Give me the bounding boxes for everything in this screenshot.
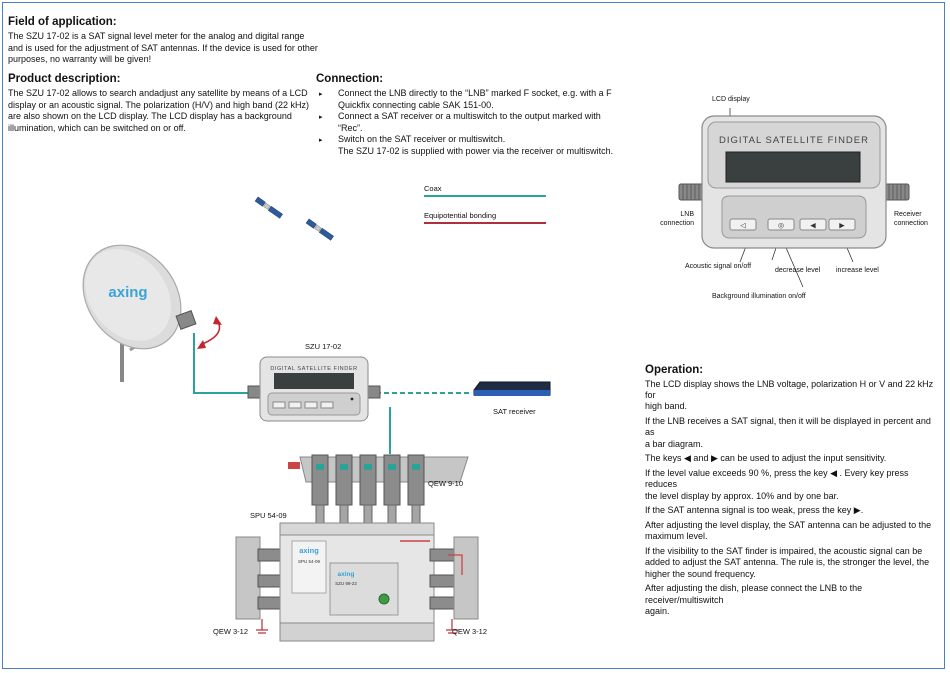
operation-paragraph: The LCD display shows the LNB voltage, p… [645,379,934,412]
svg-text:◎: ◎ [778,223,784,230]
product-line: are also shown on the LCD display. The L… [8,111,292,122]
operation-paragraph: After adjusting the dish, please connect… [645,583,863,616]
product-line: display or an acoustic signal. The polar… [8,99,309,110]
szu-device: DIGITAL SATELLITE FINDER [247,356,381,422]
legend-coax-label: Coax [424,184,442,193]
sat-receiver-icon [473,381,551,396]
spu-54-09-multiswitch: axing SPU 54-09 axing SZU 99-22 [279,522,435,642]
operation-paragraph: The keys ◀ and ▶ can be used to adjust t… [645,453,887,464]
backlight-key [767,218,795,231]
connection-item-continued: The SZU 17-02 is supplied with power via… [338,145,614,156]
qew-3-12-right-label: QEW 3-12 [452,627,488,636]
coax-cable-dish [193,333,256,394]
operation-section: Operation: The LCD display shows the LNB… [645,363,941,621]
operation-paragraph: If the visibility to the SAT finder is i… [645,546,930,579]
module-model: SZU 99-22 [335,581,357,586]
lnb-head [175,310,197,330]
connection-item: ▸Connect the LNB directly to the “LNB” m… [316,88,636,100]
satellite-icon [254,196,283,219]
installation-diagram: axing DIGITAL SATELLITE FINDER [82,196,551,642]
module-brand: axing [338,571,355,578]
satellite-icon [305,218,334,241]
increase-key [828,218,856,231]
lcd-display-label: LCD display [712,96,750,103]
spu-label: SPU 54-09 [250,511,287,520]
connection-item: ▸Switch on the SAT receiver or multiswit… [316,134,636,146]
bullet-icon: ▸ [319,114,323,122]
legend-coax-line [424,195,546,197]
connection-heading: Connection: [316,73,384,85]
qew-3-12-right-bracket [429,536,479,634]
sat-receiver-label: SAT receiver [493,407,536,416]
connection-item-continued: “Rec”. [338,122,363,133]
lcd-title-text: DIGITAL SATELLITE FINDER [719,135,869,146]
multiswitch-model: SPU 54-09 [298,559,321,564]
connection-section: Connection: ▸Connect the LNB directly to… [316,72,636,158]
product-line: illumination, which can be switched on o… [8,122,186,133]
product-heading: Product description: [8,73,121,85]
increase-label: increase level [836,267,879,274]
bullet-icon: ▸ [319,137,323,145]
field-line: purposes, no warranty will be given! [8,54,152,65]
decrease-key [799,218,827,231]
connection-list: ▸Connect the LNB directly to the “LNB” m… [316,88,636,158]
szu-label: SZU 17-02 [305,342,342,351]
operation-paragraph: If the level value exceeds 90 %, press t… [645,468,909,501]
satellite-dish: axing [82,244,197,382]
field-line: and is used for the adjustment of SAT an… [8,42,318,53]
svg-text:◁: ◁ [740,223,746,230]
field-of-application-section: Field of application: The SZU 17-02 is a… [8,15,318,66]
qew-3-12-left-bracket [235,536,285,634]
device-diagram: DIGITAL SATELLITE FINDER ◁ ◎ ◀ ▶ [678,108,910,288]
operation-paragraph: After adjusting the level display, the S… [645,520,932,542]
field-line: The SZU 17-02 is a SAT signal level mete… [8,31,305,41]
acoustic-label: Acoustic signal on/off [685,263,752,270]
bullet-icon: ▸ [319,91,323,98]
qew-9-10-bracket [288,454,469,538]
connection-item-continued: Quickfix connecting cable SAK 151-00. [338,99,494,110]
svg-text:▶: ▶ [839,223,845,230]
operation-paragraph: If the SAT antenna signal is too weak, p… [645,505,864,516]
lcd-display-screen [725,151,861,183]
product-description-section: Product description: The SZU 17-02 allow… [8,72,318,134]
operation-paragraph: If the LNB receives a SAT signal, then i… [645,416,931,449]
ground-clamp [288,462,300,469]
qew-3-12-left-label: QEW 3-12 [213,627,249,636]
small-lcd-text: DIGITAL SATELLITE FINDER [270,366,357,372]
dish-brand-logo: axing [108,284,147,301]
acoustic-key [729,218,757,231]
multiswitch-brand: axing [299,546,319,555]
legend-bonding-label: Equipotential bonding [424,211,497,220]
product-line: The SZU 17-02 allows to search andadjust… [8,88,308,98]
operation-heading: Operation: [645,364,704,376]
szu-99-22-module [329,562,399,616]
svg-text:◀: ◀ [810,223,816,230]
connection-item: ▸Connect a SAT receiver or a multiswitch… [316,111,636,123]
decrease-label: decrease level [775,267,821,274]
legend-bonding-line [424,222,546,224]
qew-9-10-label: QEW 9-10 [428,479,464,488]
background-illumination-label: Background illumination on/off [712,293,806,300]
field-heading: Field of application: [8,16,117,28]
